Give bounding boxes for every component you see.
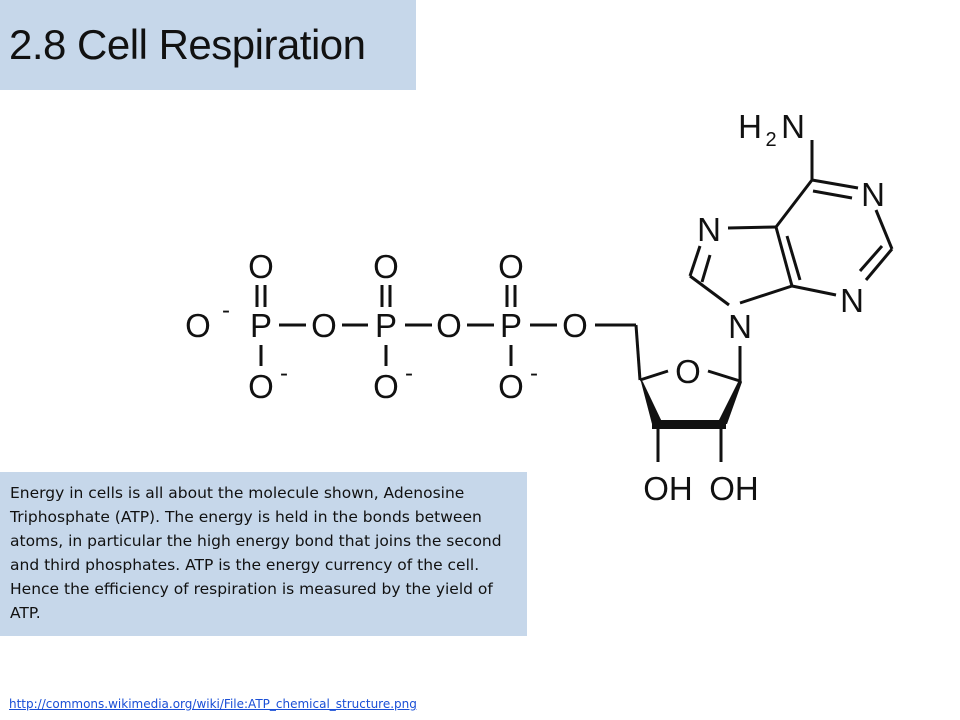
ring-oxygen-label: O — [675, 353, 701, 390]
explanation-panel: Energy in cells is all about the molecul… — [0, 472, 527, 636]
oxygen-label: O — [248, 248, 274, 285]
charge-label: - — [222, 297, 230, 324]
amine-n-label: N — [781, 108, 805, 145]
oxygen-label: O — [436, 307, 462, 344]
wedge-bond — [652, 420, 726, 429]
charge-label: - — [530, 360, 538, 387]
oxygen-label: O — [311, 307, 337, 344]
slide-title: 2.8 Cell Respiration — [9, 21, 366, 68]
source-link[interactable]: http://commons.wikimedia.org/wiki/File:A… — [9, 697, 417, 711]
anion-oxygen-label: O — [498, 368, 524, 405]
charge-label: - — [280, 360, 288, 387]
bond-lines — [255, 140, 894, 462]
wedge-bond — [640, 378, 663, 424]
phosphorus-label: P — [500, 307, 522, 344]
nitrogen-label: N — [840, 282, 864, 319]
oxygen-label: O — [373, 248, 399, 285]
hydroxyl-label: OH — [709, 470, 759, 507]
anion-oxygen-label: O — [185, 307, 211, 344]
oxygen-label: O — [562, 307, 588, 344]
anion-oxygen-label: O — [248, 368, 274, 405]
nitrogen-label: N — [861, 176, 885, 213]
phosphorus-label: P — [375, 307, 397, 344]
anion-oxygen-label: O — [373, 368, 399, 405]
title-panel: 2.8 Cell Respiration — [0, 0, 416, 90]
hydroxyl-label: OH — [643, 470, 693, 507]
amine-h-label: H — [738, 108, 762, 145]
wedge-bond — [717, 378, 742, 424]
amine-subscript-label: 2 — [765, 129, 776, 151]
nitrogen-label: N — [728, 308, 752, 345]
explanation-text: Energy in cells is all about the molecul… — [10, 484, 502, 622]
nitrogen-label: N — [697, 211, 721, 248]
phosphorus-label: P — [250, 307, 272, 344]
charge-label: - — [405, 360, 413, 387]
oxygen-label: O — [498, 248, 524, 285]
